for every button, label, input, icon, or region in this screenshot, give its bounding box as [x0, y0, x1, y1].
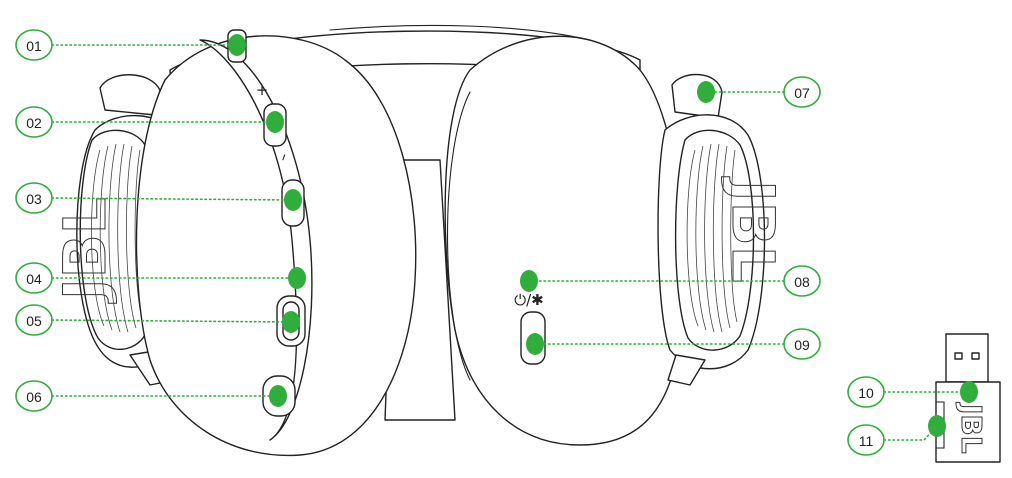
callout-08-label: 08 — [794, 274, 810, 290]
callout-06-badge — [15, 380, 53, 412]
callout-05-label: 05 — [26, 313, 42, 329]
callout-05-marker — [282, 311, 300, 333]
callout-04-marker — [288, 267, 306, 289]
usb-connector-hole-left — [954, 352, 963, 360]
callout-10: 10 — [847, 376, 978, 408]
callout-11-label: 11 — [859, 433, 874, 449]
callout-08-marker — [520, 270, 538, 292]
right-earcup: JBL — [444, 35, 788, 446]
callout-06-label: 06 — [26, 389, 42, 405]
callouts: 01 02 03 04 05 06 07 08 09 10 11 — [15, 29, 978, 456]
callout-04: 04 — [15, 262, 306, 294]
callout-02-label: 02 — [26, 115, 42, 131]
callout-09-label: 09 — [794, 337, 810, 353]
right-brand-logo: JBL — [719, 176, 787, 283]
left-earcup: JBL — [51, 35, 417, 457]
callout-06: 06 — [15, 380, 287, 412]
callout-07-marker — [697, 81, 715, 103]
callout-11-marker — [928, 415, 946, 437]
callout-10-label: 10 — [858, 385, 874, 401]
callout-08: 08 — [520, 265, 821, 297]
usb-connector-hole-right — [971, 352, 980, 360]
callout-03-label: 03 — [26, 191, 42, 207]
callout-11-badge — [847, 424, 885, 456]
callout-03-marker — [284, 189, 302, 211]
callout-09-marker — [526, 333, 544, 355]
callout-11-leader — [883, 425, 938, 441]
callout-07: 07 — [697, 76, 821, 108]
callout-06-marker — [269, 385, 287, 407]
callout-05-leader — [51, 319, 292, 323]
callout-01: 01 — [15, 29, 246, 61]
usb-dongle: JBL — [935, 333, 1001, 463]
right-grille-lines — [686, 143, 738, 333]
callout-01-badge — [15, 29, 53, 61]
callout-09-badge — [783, 328, 821, 360]
callout-02-badge — [15, 106, 53, 138]
callout-02-marker — [266, 111, 284, 133]
callout-05: 05 — [15, 304, 300, 336]
callout-03-badge — [15, 182, 53, 214]
callout-10-marker — [960, 381, 978, 403]
usb-connector — [945, 333, 989, 383]
callout-01-marker — [228, 34, 246, 56]
callout-07-label: 07 — [794, 85, 810, 101]
callout-07-badge — [783, 76, 821, 108]
callout-11: 11 — [847, 415, 946, 456]
callout-02: 02 — [15, 106, 284, 138]
callout-03-leader — [51, 197, 294, 201]
callout-03: 03 — [15, 182, 302, 214]
left-brand-logo: JBL — [51, 197, 119, 304]
callout-08-badge — [783, 265, 821, 297]
dongle-brand-logo: JBL — [955, 402, 988, 454]
power-bluetooth-symbol: ⏻/✱ — [514, 291, 544, 309]
volume-up-symbol: + — [256, 81, 269, 99]
callout-04-label: 04 — [26, 271, 42, 287]
callout-01-label: 01 — [26, 38, 42, 54]
callout-10-badge — [847, 376, 885, 408]
callout-04-badge — [15, 262, 53, 294]
callout-09: 09 — [526, 328, 821, 360]
callout-05-badge — [15, 304, 53, 336]
